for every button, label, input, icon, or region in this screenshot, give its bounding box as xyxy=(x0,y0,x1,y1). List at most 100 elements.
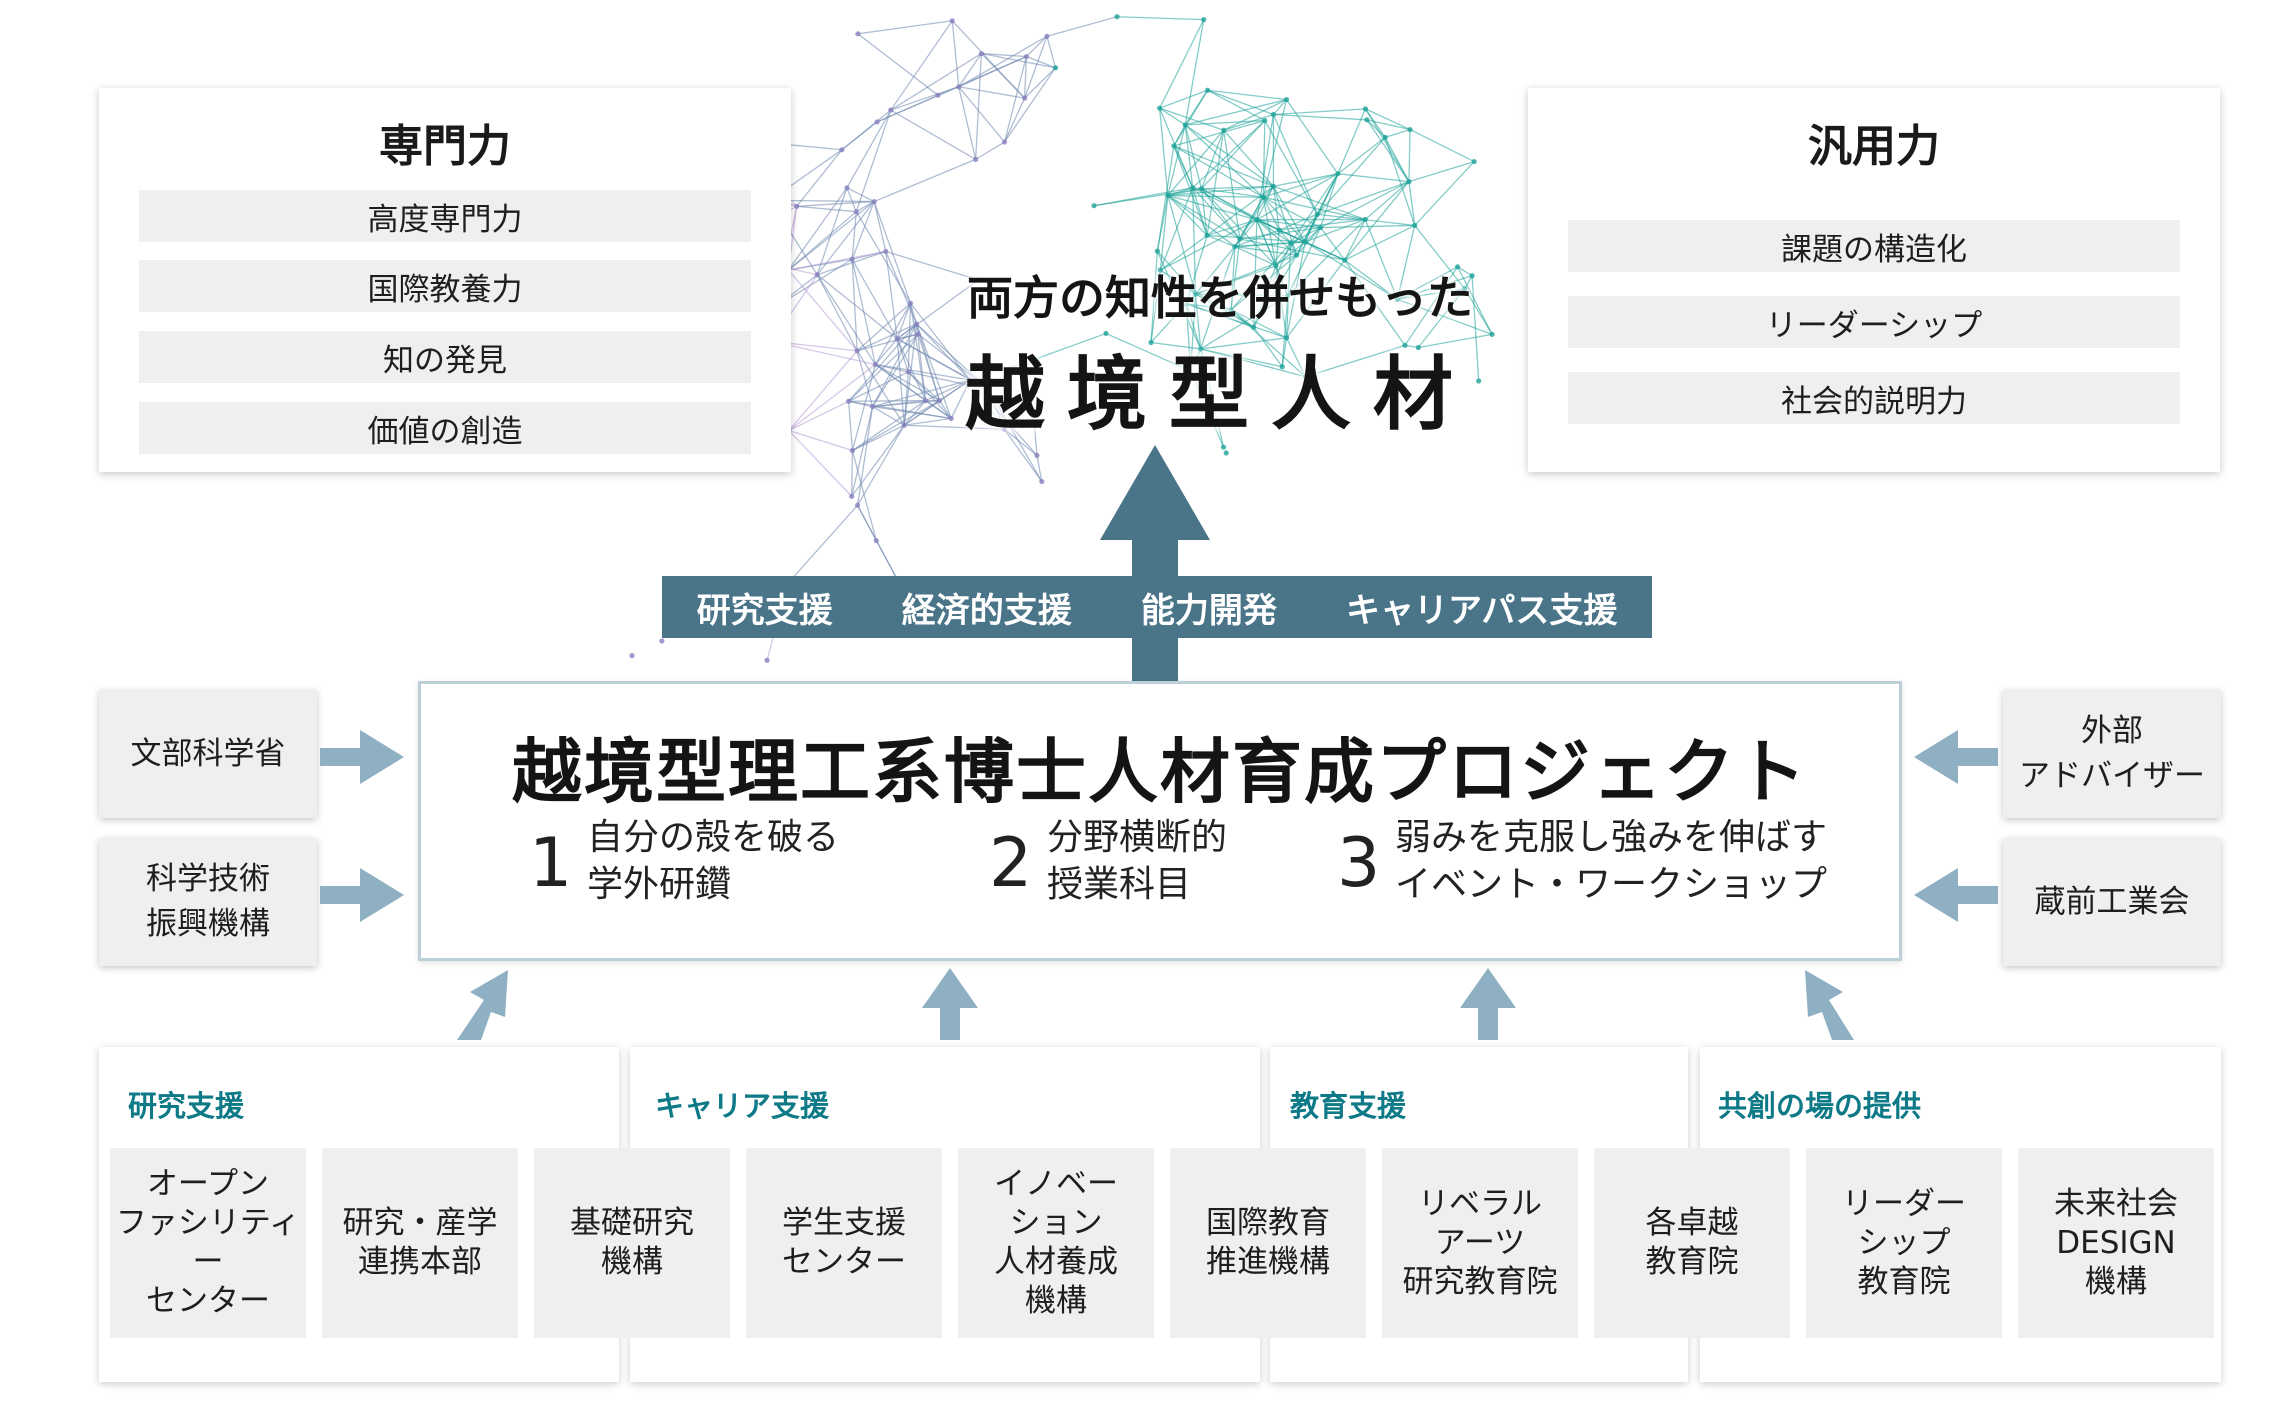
network-line xyxy=(851,201,875,260)
network-line xyxy=(1320,224,1415,229)
network-line xyxy=(872,406,905,426)
network-line xyxy=(1200,348,1306,378)
network-line xyxy=(1262,99,1288,198)
network-line xyxy=(856,424,905,506)
unit-research-industry: 研究・産学 連携本部 xyxy=(322,1148,518,1338)
network-line xyxy=(872,379,971,408)
network-line xyxy=(988,360,1030,390)
network-node xyxy=(794,203,800,209)
network-node xyxy=(1022,95,1028,101)
network-line xyxy=(988,389,1043,482)
network-line xyxy=(1272,185,1306,243)
project-box: 越境型理工系博士人材育成プロジェクト 1 自分の殻を破る 学外研鑽 2 分野横断… xyxy=(418,681,1902,961)
section-label-education: 教育支援 xyxy=(1290,1089,1407,1123)
network-line xyxy=(1396,225,1416,300)
network-line xyxy=(856,350,874,407)
network-line xyxy=(1262,197,1277,266)
network-line xyxy=(1023,56,1028,99)
network-line xyxy=(1159,107,1186,126)
network-line xyxy=(1253,326,1283,368)
network-node xyxy=(1294,252,1300,258)
network-node xyxy=(975,277,982,283)
network-line xyxy=(1195,265,1277,295)
network-line xyxy=(846,187,875,203)
network-node xyxy=(1270,111,1277,118)
network-node xyxy=(855,31,861,37)
network-line xyxy=(1366,119,1411,131)
network-line xyxy=(1167,195,1197,295)
network-node xyxy=(1183,301,1189,307)
network-line xyxy=(856,302,911,352)
network-line xyxy=(958,86,1025,99)
network-line xyxy=(1026,55,1056,69)
network-line xyxy=(1201,120,1266,190)
network-line xyxy=(1414,161,1475,226)
network-node xyxy=(1317,224,1324,231)
unit-liberal-arts: リベラル アーツ 研究教育院 xyxy=(1382,1148,1578,1338)
network-line xyxy=(958,86,977,160)
unit-fundamental-research: 基礎研究 機構 xyxy=(534,1148,730,1338)
unit-leadership: リーダー シップ 教育院 xyxy=(1806,1148,2002,1338)
network-line xyxy=(1408,160,1475,183)
network-node xyxy=(1103,330,1109,337)
network-line xyxy=(1003,67,1057,143)
network-node xyxy=(844,185,850,191)
network-line xyxy=(925,400,952,419)
network-line xyxy=(885,251,898,339)
support-career: キャリアパス支援 xyxy=(1346,590,1618,631)
network-line xyxy=(848,400,926,402)
network-node xyxy=(1251,324,1257,330)
network-node xyxy=(1190,185,1196,191)
network-line xyxy=(874,302,912,365)
input-kuramae: 蔵前工業会 xyxy=(2003,838,2221,966)
goal-subtitle: 両方の知性を併せもった xyxy=(967,271,1473,325)
unit-future-society: 未来社会 DESIGN 機構 xyxy=(2018,1148,2214,1338)
project-item-number: 3 xyxy=(1337,824,1381,903)
arrow-right-icon xyxy=(320,730,404,784)
network-line xyxy=(786,504,859,585)
network-line xyxy=(1046,16,1118,37)
network-node xyxy=(846,398,852,404)
network-line xyxy=(1184,124,1274,187)
network-line xyxy=(1317,181,1410,216)
network-node xyxy=(922,398,929,404)
network-line xyxy=(851,450,877,541)
arrow-up-icon xyxy=(457,970,508,1040)
network-line xyxy=(1150,251,1158,343)
network-line xyxy=(951,20,960,87)
network-line xyxy=(1185,98,1287,126)
network-line xyxy=(1167,194,1258,221)
network-node xyxy=(1260,194,1266,200)
project-item-2: 2 分野横断的 授業科目 xyxy=(989,814,1319,914)
network-line xyxy=(1192,187,1241,240)
network-line xyxy=(1230,246,1236,310)
specialized-skills-card: 専門力 高度専門力 国際教養力 知の発見 価値の創造 xyxy=(99,88,791,472)
network-node xyxy=(659,638,665,644)
network-line xyxy=(975,141,1005,160)
arrow-up-icon xyxy=(1460,968,1516,1040)
network-node xyxy=(915,331,921,337)
network-node xyxy=(1469,273,1475,279)
network-line xyxy=(1024,67,1056,99)
network-line xyxy=(1365,108,1411,131)
network-line xyxy=(916,323,971,381)
network-node xyxy=(1001,426,1007,432)
network-node xyxy=(1362,216,1368,223)
network-node xyxy=(888,107,894,113)
network-node xyxy=(1026,358,1032,364)
section-label-research: 研究支援 xyxy=(128,1089,245,1123)
network-line xyxy=(1364,181,1410,220)
network-line xyxy=(857,33,939,96)
network-line xyxy=(1256,114,1275,220)
network-line xyxy=(1230,254,1298,311)
network-line xyxy=(1150,270,1161,343)
network-line xyxy=(1189,294,1197,371)
network-node xyxy=(1412,222,1418,229)
network-node xyxy=(849,447,856,454)
network-line xyxy=(1230,309,1255,328)
network-line xyxy=(1190,370,1225,448)
network-line xyxy=(890,86,959,111)
project-item-line1: 分野横断的 xyxy=(1047,817,1228,858)
network-line xyxy=(1184,124,1203,189)
network-line xyxy=(1003,428,1038,456)
